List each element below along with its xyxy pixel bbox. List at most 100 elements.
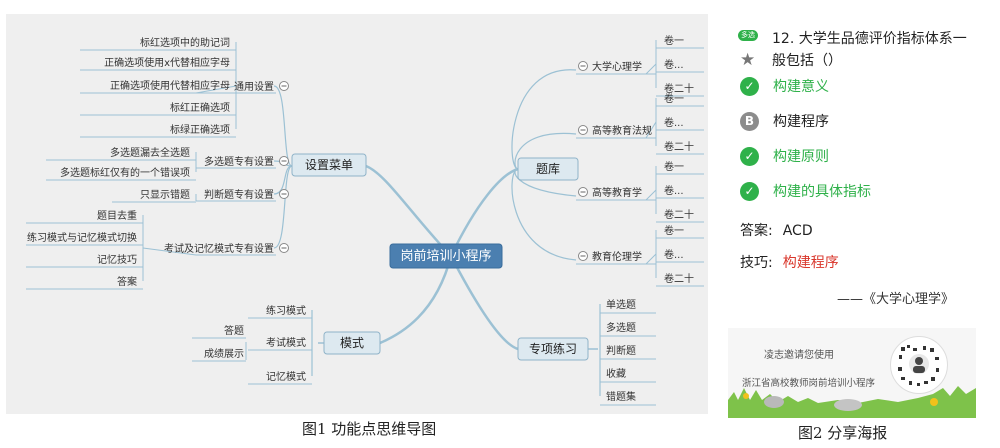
tip-label: 技巧: — [740, 255, 773, 271]
practice-item: 错题集 — [606, 390, 636, 403]
connector-line — [514, 132, 577, 170]
settings-group-label: 考试及记忆模式专有设置 — [164, 242, 274, 255]
option-text: 构建的具体指标 — [773, 184, 871, 200]
connector-line — [511, 168, 577, 261]
settings-node: 设置菜单 — [305, 158, 353, 172]
grass-decoration — [728, 386, 976, 418]
figure2-caption: 图2 分享海报 — [798, 424, 888, 442]
mindmap-panel: 通用设置 标红选项中的助记词正确选项使用x代替相应字母正确选项使用代替相应字母标红… — [6, 14, 708, 414]
option-b[interactable]: B 构建程序 — [740, 111, 976, 133]
bank-volume: 卷二十 — [664, 82, 694, 95]
check-icon: ✓ — [740, 77, 759, 96]
bank-volume: 卷... — [664, 116, 684, 129]
connector-line — [645, 253, 657, 265]
bank-volume: 卷... — [664, 184, 684, 197]
mini-program-name: 浙江省高校教师岗前培训小程序 — [742, 378, 876, 389]
settings-leaf: 练习模式与记忆模式切换 — [27, 231, 137, 244]
answer-label: 答案: — [740, 223, 773, 239]
mode-item: 考试模式 — [266, 336, 306, 349]
share-footer: 凌志邀请您使用 浙江省高校教师岗前培训小程序 — [728, 328, 976, 418]
option-text: 构建原则 — [773, 149, 829, 165]
connector-line — [379, 255, 453, 345]
connector-line — [449, 167, 519, 257]
exam-leaf: 成绩展示 — [204, 347, 244, 360]
mode-item: 记忆模式 — [266, 370, 306, 383]
settings-leaf: 只显示错题 — [140, 188, 190, 201]
connector-line — [195, 85, 237, 94]
bank-node: 题库 — [536, 161, 560, 176]
settings-node-box[interactable] — [291, 153, 367, 177]
bank-volume: 卷二十 — [664, 140, 694, 153]
tip-line: 技巧: 构建程序 — [740, 252, 839, 272]
practice-node-box[interactable] — [517, 337, 589, 361]
answer-value: ACD — [782, 223, 813, 239]
bank-subject: 高等教育法规 — [592, 124, 652, 137]
bank-node-box[interactable] — [517, 157, 579, 181]
practice-item: 多选题 — [606, 321, 636, 334]
settings-group-label: 判断题专有设置 — [204, 188, 274, 201]
settings-leaf: 正确选项使用x代替相应字母 — [104, 56, 230, 69]
connector-line — [273, 165, 293, 249]
question-text: 12. 大学生品德评价指标体系一般包括（） — [772, 31, 967, 69]
bank-subject: 教育伦理学 — [592, 250, 642, 263]
settings-leaf: 标绿正确选项 — [170, 123, 230, 136]
settings-leaf: 多选题标红仅有的一个错误项 — [60, 166, 190, 179]
settings-leaf: 标红正确选项 — [170, 101, 230, 114]
bank-volume: 卷一 — [664, 34, 684, 47]
settings-leaf: 多选题漏去全选题 — [110, 146, 190, 159]
option-d[interactable]: ✓ 构建的具体指标 — [740, 181, 976, 203]
option-text: 构建程序 — [773, 114, 829, 130]
center-node-box[interactable] — [389, 243, 503, 269]
tip-value: 构建程序 — [782, 255, 839, 271]
star-icon[interactable]: ★ — [740, 50, 756, 70]
answer-line: 答案: ACD — [740, 220, 813, 240]
settings-group-label: 多选题专有设置 — [204, 155, 274, 168]
bank-volume: 卷二十 — [664, 208, 694, 221]
connector-line — [449, 255, 519, 351]
qr-code-icon[interactable] — [890, 336, 948, 394]
practice-item: 收藏 — [606, 367, 626, 380]
center-node: 岗前培训小程序 — [400, 248, 491, 264]
bank-volume: 卷一 — [664, 92, 684, 105]
settings-leaf: 记忆技巧 — [97, 253, 137, 266]
settings-leaf: 正确选项使用代替相应字母 — [110, 79, 230, 92]
option-text: 构建意义 — [773, 79, 829, 95]
share-poster: 多选 ★ 12. 大学生品德评价指标体系一般包括（） ✓ 构建意义 B 构建程序… — [728, 12, 976, 418]
bank-subject: 大学心理学 — [592, 60, 642, 73]
option-a[interactable]: ✓ 构建意义 — [740, 76, 976, 98]
bank-volume: 卷... — [664, 248, 684, 261]
mindmap-diagram: 通用设置 标红选项中的助记词正确选项使用x代替相应字母正确选项使用代替相应字母标红… — [26, 34, 704, 406]
connector-line — [645, 121, 657, 139]
practice-node: 专项练习 — [529, 341, 577, 356]
modes-node: 模式 — [340, 336, 364, 350]
question-header: 多选 ★ 12. 大学生品德评价指标体系一般包括（） — [728, 20, 976, 70]
connector-line — [142, 247, 197, 256]
option-c[interactable]: ✓ 构建原则 — [740, 146, 976, 168]
connector-line — [645, 189, 657, 201]
mode-item: 练习模式 — [266, 304, 306, 317]
bank-volume: 卷... — [664, 58, 684, 71]
check-icon: ✓ — [740, 147, 759, 166]
bank-subject: 高等教育学 — [592, 186, 642, 199]
connector-line — [645, 63, 657, 75]
practice-item: 判断题 — [606, 344, 636, 357]
bank-volume: 卷一 — [664, 224, 684, 237]
connector-line — [365, 164, 452, 257]
settings-leaf: 答案 — [117, 275, 137, 288]
question-type-badge: 多选 — [738, 30, 758, 41]
source-citation: ——《大学心理学》 — [836, 292, 954, 307]
settings-group-label: 通用设置 — [234, 81, 274, 93]
modes-node-box[interactable] — [323, 331, 381, 355]
connector-line — [511, 69, 577, 170]
practice-item: 单选题 — [606, 298, 636, 311]
invite-text: 凌志邀请您使用 — [764, 350, 834, 361]
figure1-caption: 图1 功能点思维导图 — [302, 420, 437, 438]
option-letter-icon: B — [740, 112, 759, 131]
settings-leaf: 标红选项中的助记词 — [140, 36, 230, 49]
bank-volume: 卷二十 — [664, 272, 694, 285]
qr-pattern — [898, 345, 939, 386]
check-icon: ✓ — [740, 182, 759, 201]
connector-line — [273, 85, 293, 167]
settings-leaf: 题目去重 — [97, 209, 137, 222]
exam-leaf: 答题 — [224, 324, 244, 337]
